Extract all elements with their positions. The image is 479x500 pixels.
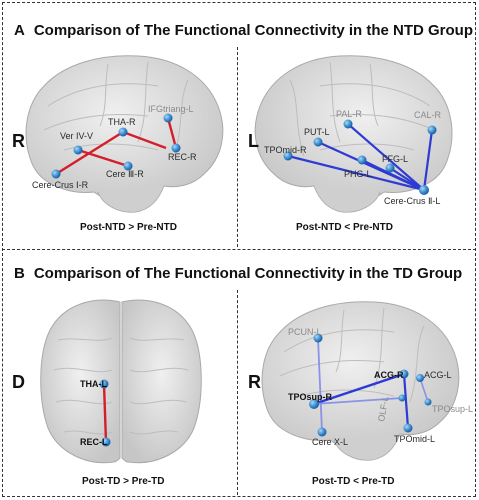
node-tpomidl	[403, 423, 413, 433]
panel-b-left: THA-L REC-L	[40, 299, 202, 464]
label-ffgl: FFG-L	[382, 154, 408, 164]
edge-crus2l-palr	[347, 123, 425, 191]
edge-acgr-tpomidl	[402, 373, 410, 429]
edge-acgl-tposupl	[419, 377, 429, 403]
label-thar: THA-R	[108, 117, 136, 127]
edge-vermis-cere3r	[77, 148, 129, 168]
section-divider	[2, 249, 476, 250]
edges-decrease-b	[313, 337, 429, 433]
orientation-a-left: R	[12, 131, 25, 151]
panel-a-left: THA-R Ver IV-V Cere Ⅲ-R Cere-Crus Ⅰ-R IF…	[25, 55, 224, 213]
nodes-b-right	[309, 333, 432, 437]
panel-b-right: PCUN-L ACG-R ACG-L TPOsup-R TPOsup-L OLF…	[261, 301, 473, 461]
node-pcun	[313, 333, 323, 343]
node-phgl	[357, 155, 367, 165]
node-ffgl	[385, 163, 395, 173]
node-acgl	[416, 374, 424, 382]
node-tposupr	[309, 399, 319, 409]
node-palr	[343, 119, 353, 129]
edges-decrease	[287, 123, 434, 192]
node-recl	[101, 437, 111, 447]
caption-a-right: Post-NTD < Pre-NTD	[296, 222, 393, 233]
label-rec: REC-R	[168, 152, 197, 162]
label-tpomidl: TPOmid-L	[394, 434, 435, 444]
label-calr: CAL-R	[414, 110, 442, 120]
section-a-letter: A	[14, 22, 25, 39]
label-vermis: Ver IV-V	[60, 131, 93, 141]
node-crusr	[51, 169, 61, 179]
node-putl	[313, 137, 323, 147]
brain-dorsal	[40, 299, 202, 464]
label-tposupr: TPOsup-R	[288, 392, 332, 402]
section-b-title-text: Comparison of The Functional Connectivit…	[33, 265, 463, 282]
labels-a-right: PAL-R PUT-L TPOmid-R PHG-L FFG-L CAL-R C…	[264, 109, 442, 206]
label-phgl: PHG-L	[344, 169, 372, 179]
label-tpomid: TPOmid-R	[264, 145, 307, 155]
section-b-title: B Comparison of The Functional Connectivi…	[14, 265, 462, 282]
node-tposupl	[424, 398, 432, 406]
labels-b-right: PCUN-L ACG-R ACG-L TPOsup-R TPOsup-L OLF…	[288, 327, 473, 447]
label-olf: OLF-L	[376, 395, 390, 422]
label-crusr: Cere-Crus Ⅰ-R	[32, 180, 89, 190]
node-acgr	[399, 369, 409, 379]
edge-crus2l-tpomid	[287, 154, 425, 192]
edges-increase	[55, 117, 178, 176]
edge-thal-recl	[102, 383, 108, 443]
edge-ifg-rec	[166, 117, 178, 149]
edge-thar-rec	[122, 130, 167, 150]
node-cerex	[317, 427, 327, 437]
panel-divider-a	[237, 47, 238, 247]
nodes-a-right	[283, 119, 437, 195]
edge-pcun-cerex	[317, 337, 323, 433]
edge-tposupr-olf	[313, 397, 403, 405]
label-recl: REC-L	[80, 437, 108, 447]
node-crus2l	[419, 185, 429, 195]
node-olf	[398, 394, 406, 402]
panel-divider-b	[237, 290, 238, 495]
caption-b-left: Post-TD > Pre-TD	[82, 476, 165, 487]
label-palr: PAL-R	[336, 109, 362, 119]
node-tpomid	[283, 151, 293, 161]
node-ifg	[163, 113, 173, 123]
node-thal	[99, 379, 109, 389]
label-tposupl: TPOsup-L	[432, 404, 473, 414]
node-rec	[171, 143, 181, 153]
edge-crus2l-phgl	[361, 159, 425, 191]
labels-a-left: THA-R Ver IV-V Cere Ⅲ-R Cere-Crus Ⅰ-R IF…	[32, 104, 197, 190]
label-putl: PUT-L	[304, 127, 330, 137]
caption-a-left: Post-NTD > Pre-NTD	[80, 222, 177, 233]
edge-crus2l-calr	[422, 129, 434, 191]
brain-sagittal-right-b	[261, 301, 460, 461]
label-ifg: IFGtriang-L	[148, 104, 194, 114]
orientation-a-right: L	[248, 131, 259, 151]
label-cerex: Cere X-L	[312, 437, 348, 447]
orientation-b-right: R	[248, 372, 261, 392]
node-calr	[427, 125, 437, 135]
section-a-title-text: Comparison of The Functional Connectivit…	[33, 22, 474, 39]
node-cere3r	[123, 161, 133, 171]
panel-a-right: PAL-R PUT-L TPOmid-R PHG-L FFG-L CAL-R C…	[254, 55, 453, 213]
nodes-a-left	[51, 113, 181, 179]
section-a-title: A Comparison of The Functional Connectivi…	[14, 22, 473, 39]
section-b-letter: B	[14, 265, 25, 282]
label-crus2l: Cere-Crus Ⅱ-L	[384, 196, 440, 206]
label-pcun: PCUN-L	[288, 327, 322, 337]
label-acgl: ACG-L	[424, 370, 452, 380]
orientation-b-left: D	[12, 372, 25, 392]
edge-crus2l-ffgl	[389, 167, 425, 191]
node-thar	[118, 127, 128, 137]
label-acgr: ACG-R	[374, 370, 404, 380]
label-thal: THA-L	[80, 379, 107, 389]
caption-b-right: Post-TD < Pre-TD	[312, 476, 395, 487]
label-cere3r: Cere Ⅲ-R	[106, 169, 144, 179]
node-vermis	[73, 145, 83, 155]
edge-tposupr-acgr	[313, 372, 405, 406]
